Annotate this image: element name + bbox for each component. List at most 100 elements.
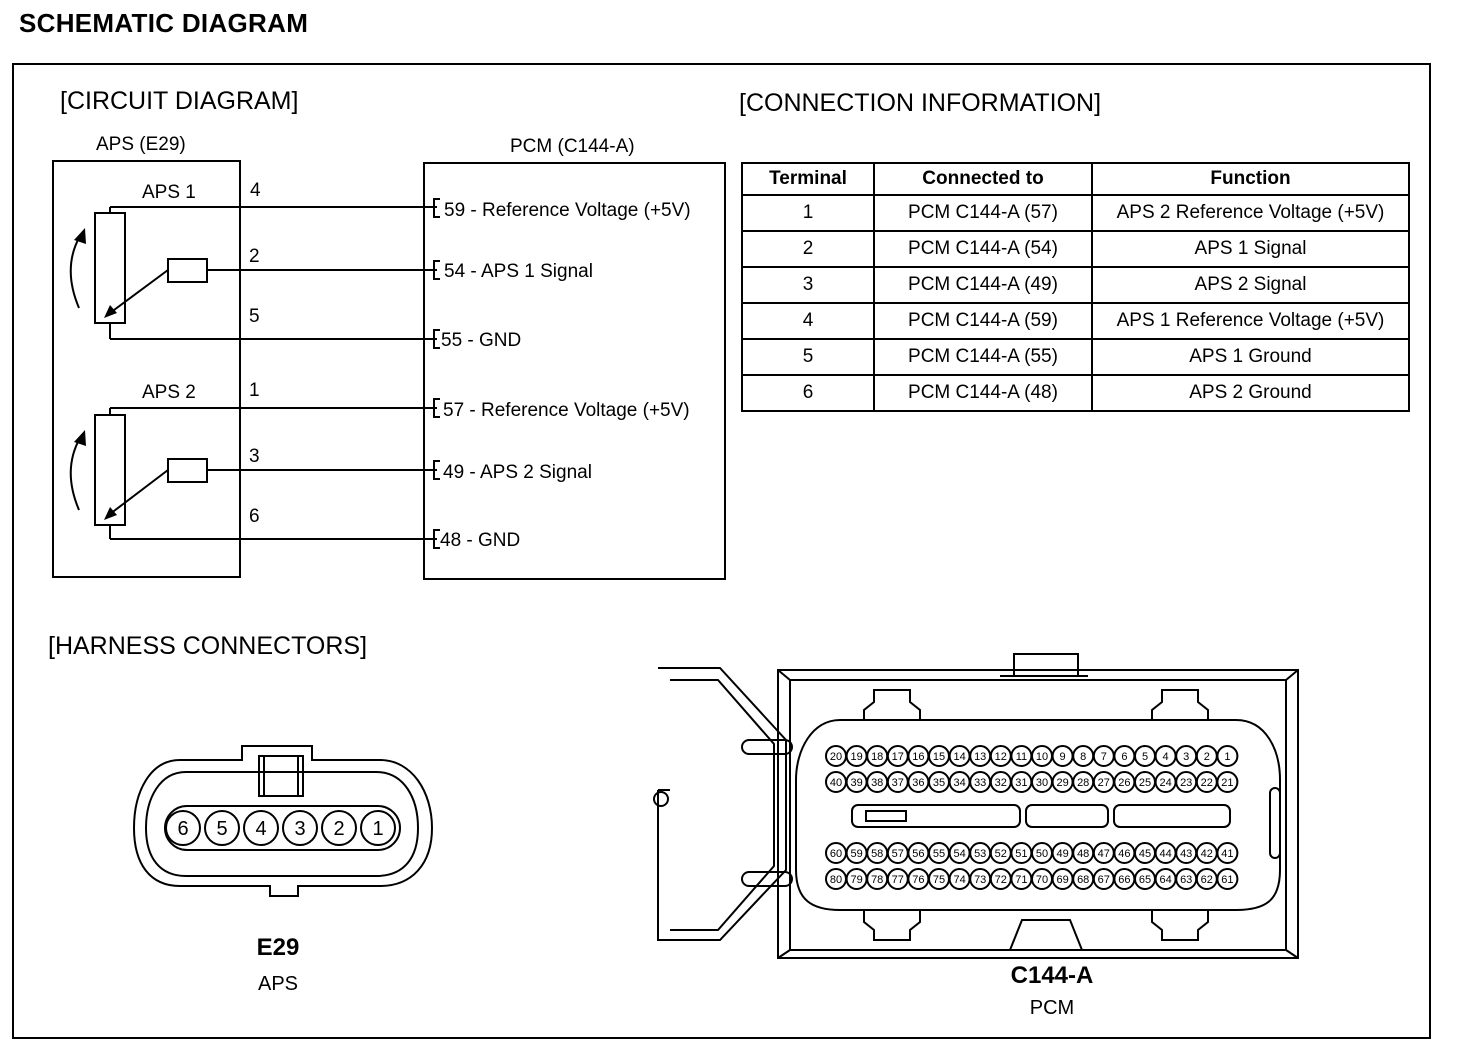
svg-text:39: 39	[850, 777, 862, 789]
svg-text:34: 34	[953, 777, 965, 789]
c144a-pin: 72	[989, 868, 1012, 890]
c144a-pin: 13	[969, 745, 992, 767]
cell-function: APS 2 Signal	[1091, 266, 1410, 304]
svg-text:65: 65	[1139, 874, 1151, 886]
c144a-pin: 60	[825, 842, 847, 864]
svg-text:2: 2	[1204, 751, 1210, 763]
c144a-pin: 51	[1010, 842, 1033, 864]
c144a-pin: 53	[969, 842, 992, 864]
c144a-pin: 55	[928, 842, 950, 864]
page-title: SCHEMATIC DIAGRAM	[19, 8, 309, 38]
svg-text:45: 45	[1139, 848, 1151, 860]
table-row: 5 PCM C144-A (55) APS 1 Ground	[741, 338, 1410, 376]
c144a-pin: 67	[1092, 868, 1115, 890]
svg-text:76: 76	[912, 874, 924, 886]
svg-text:40: 40	[830, 777, 842, 789]
svg-text:36: 36	[912, 777, 924, 789]
c144a-pin: 6	[1113, 745, 1136, 767]
c144a-pin: 39	[845, 771, 868, 793]
svg-text:18: 18	[871, 751, 883, 763]
cell-connected-to: PCM C144-A (54)	[873, 230, 1093, 268]
svg-text:25: 25	[1139, 777, 1151, 789]
c144a-pin: 54	[948, 842, 971, 864]
c144a-pin: 1	[1216, 745, 1239, 767]
aps2-pin-ref: 1	[249, 380, 260, 401]
svg-text:74: 74	[953, 874, 965, 886]
pcm-terminal-49: 49 - APS 2 Signal	[443, 462, 592, 483]
cell-terminal: 1	[741, 194, 875, 232]
c144a-pin: 19	[845, 745, 868, 767]
connection-table: Terminal Connected to Function 1 PCM C14…	[741, 162, 1410, 412]
cell-connected-to: PCM C144-A (55)	[873, 338, 1093, 376]
svg-text:71: 71	[1015, 874, 1027, 886]
svg-text:21: 21	[1221, 777, 1233, 789]
c144a-pin: 21	[1216, 771, 1239, 793]
c144a-pin: 59	[845, 842, 868, 864]
c144a-pin: 77	[886, 868, 909, 890]
svg-text:4: 4	[255, 818, 266, 840]
cell-terminal: 4	[741, 302, 875, 340]
pcm-c144a-label: PCM (C144-A)	[510, 136, 635, 157]
c144a-pin: 65	[1134, 868, 1156, 890]
table-row: 1 PCM C144-A (57) APS 2 Reference Voltag…	[741, 194, 1410, 232]
svg-text:72: 72	[995, 874, 1007, 886]
c144a-pin: 50	[1031, 842, 1053, 864]
aps1-motion-arrow	[74, 228, 86, 244]
cell-terminal: 2	[741, 230, 875, 268]
svg-text:13: 13	[974, 751, 986, 763]
svg-text:61: 61	[1221, 874, 1233, 886]
c144a-pin: 34	[948, 771, 971, 793]
svg-text:3: 3	[294, 818, 305, 840]
pcm-terminal-59: 59 - Reference Voltage (+5V)	[444, 200, 691, 221]
c144a-pin: 17	[886, 745, 909, 767]
svg-text:70: 70	[1036, 874, 1048, 886]
connection-information-heading: [CONNECTION INFORMATION]	[739, 89, 1102, 117]
svg-text:60: 60	[830, 848, 842, 860]
svg-text:49: 49	[1056, 848, 1068, 860]
pcm-terminal-54: 54 - APS 1 Signal	[444, 261, 593, 282]
svg-text:80: 80	[830, 874, 842, 886]
c144a-pin: 29	[1051, 771, 1074, 793]
c144a-pin: 38	[866, 771, 889, 793]
c144a-pin: 22	[1195, 771, 1218, 793]
pcm-box	[423, 162, 726, 580]
svg-text:66: 66	[1118, 874, 1130, 886]
svg-text:29: 29	[1056, 777, 1068, 789]
harness-connectors-heading: [HARNESS CONNECTORS]	[48, 632, 368, 660]
svg-text:31: 31	[1015, 777, 1027, 789]
svg-text:77: 77	[892, 874, 904, 886]
svg-text:52: 52	[995, 848, 1007, 860]
e29-pin: 4	[243, 810, 279, 846]
svg-text:1: 1	[1224, 751, 1230, 763]
aps-e29-label: APS (E29)	[96, 134, 186, 155]
c144a-pin: 58	[866, 842, 889, 864]
c144a-pin: 36	[907, 771, 930, 793]
c144a-pin: 20	[825, 745, 847, 767]
e29-pin: 3	[282, 810, 318, 846]
c144a-pin: 31	[1010, 771, 1033, 793]
c144a-pin: 12	[989, 745, 1012, 767]
svg-text:12: 12	[995, 751, 1007, 763]
c144a-sub: PCM	[1029, 997, 1075, 1019]
c144a-pin: 18	[866, 745, 889, 767]
c144a-pin: 64	[1154, 868, 1177, 890]
c144a-pin: 61	[1216, 868, 1239, 890]
svg-text:67: 67	[1098, 874, 1110, 886]
c144a-pin: 5	[1134, 745, 1156, 767]
svg-text:4: 4	[1163, 751, 1169, 763]
c144a-pin: 78	[866, 868, 889, 890]
c144a-pin: 79	[845, 868, 868, 890]
c144a-pin: 30	[1031, 771, 1053, 793]
c144a-pin: 52	[989, 842, 1012, 864]
aps2-pin-sig: 3	[249, 446, 260, 467]
svg-text:42: 42	[1201, 848, 1213, 860]
svg-text:11: 11	[1016, 751, 1027, 763]
cell-function: APS 2 Ground	[1091, 374, 1410, 412]
aps1-label: APS 1	[142, 182, 196, 203]
svg-text:28: 28	[1077, 777, 1089, 789]
svg-text:3: 3	[1183, 751, 1189, 763]
c144a-pin: 37	[886, 771, 909, 793]
